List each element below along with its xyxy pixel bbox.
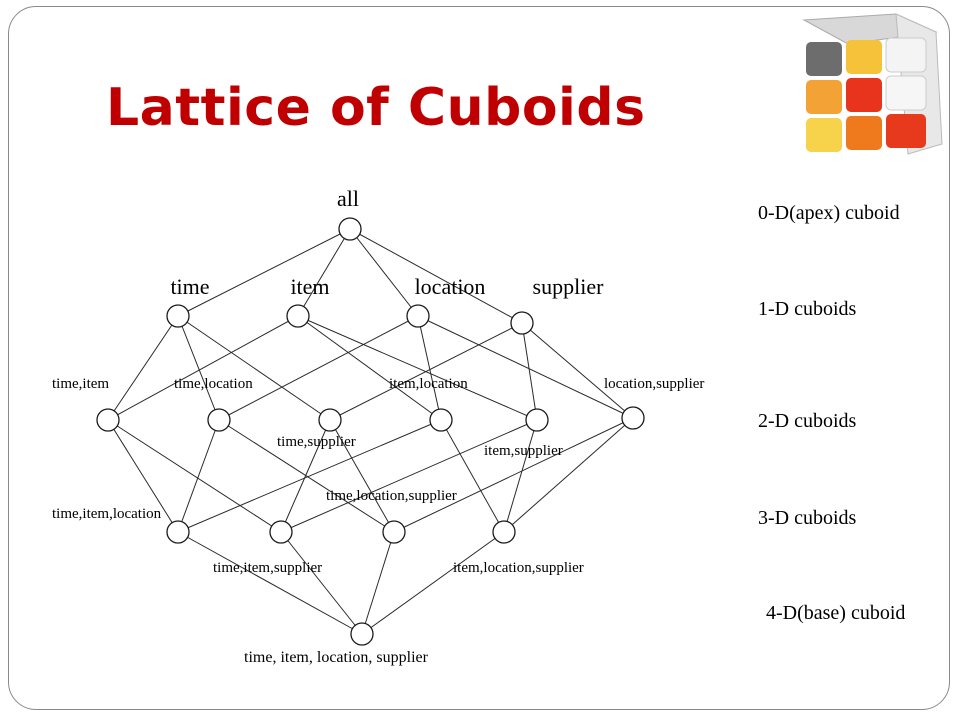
rubiks-cube-icon xyxy=(802,13,943,155)
lattice-nodes xyxy=(96,217,645,646)
lattice-edge-s-is xyxy=(521,322,538,421)
lattice-edge-tl-tls xyxy=(218,419,395,533)
cuboid-label-tils: time, item, location, supplier xyxy=(244,649,429,666)
level-label-2d: 2-D cuboids xyxy=(758,410,857,432)
lattice-edge-s-ls xyxy=(521,322,634,419)
cuboid-node-is xyxy=(525,408,549,432)
lattice-edge-i-ti xyxy=(107,315,299,421)
cuboid-node-tls xyxy=(382,520,406,544)
lattice-edge-is-ils xyxy=(503,419,538,533)
cuboid-node-l xyxy=(406,304,430,328)
lattice-edge-tl-til xyxy=(177,419,220,533)
level-label-4d: 4-D(base) cuboid xyxy=(766,602,906,624)
lattice-edge-ls-ils xyxy=(503,417,634,533)
cuboid-label-is: item,supplier xyxy=(484,443,563,459)
cuboid-label-ti: time,item xyxy=(52,376,109,392)
lattice-edge-l-il xyxy=(417,315,442,421)
cuboid-label-s: supplier xyxy=(533,274,605,299)
level-label-0d: 0-D(apex) cuboid xyxy=(758,202,900,224)
lattice-edge-ls-tls xyxy=(393,417,634,533)
lattice-edge-s-ts xyxy=(329,322,523,421)
lattice-edge-tls-tils xyxy=(361,531,395,635)
lattice-edge-all-i xyxy=(297,228,351,317)
lattice-edge-ti-tis xyxy=(107,419,282,533)
lattice-edge-i-is xyxy=(297,315,538,421)
cuboid-node-all xyxy=(338,217,362,241)
level-label-1d: 1-D cuboids xyxy=(758,298,857,320)
cuboid-label-tls: time,location,supplier xyxy=(326,488,457,504)
cuboid-label-ls: location,supplier xyxy=(604,376,704,392)
cuboid-node-il xyxy=(429,408,453,432)
lattice-edge-tis-tils xyxy=(280,531,363,635)
cuboid-node-ls xyxy=(621,406,645,430)
lattice-edge-ti-til xyxy=(107,419,179,533)
cuboid-node-tis xyxy=(269,520,293,544)
lattice-edge-i-il xyxy=(297,315,442,421)
lattice-edge-t-ti xyxy=(107,315,179,421)
cuboid-node-i xyxy=(286,304,310,328)
lattice-edge-il-ils xyxy=(440,419,505,533)
lattice-edge-ts-tls xyxy=(329,419,395,533)
lattice-edge-all-l xyxy=(349,228,419,317)
cube-front-face xyxy=(806,37,927,152)
lattice-edge-til-tils xyxy=(177,531,363,635)
lattice-edge-t-ts xyxy=(177,315,331,421)
lattice-edge-l-tl xyxy=(218,315,419,421)
cuboid-node-t xyxy=(166,304,190,328)
cuboid-label-tis: time,item,supplier xyxy=(213,560,322,576)
cuboid-label-all: all xyxy=(337,186,359,211)
cuboid-label-ils: item,location,supplier xyxy=(453,560,584,576)
slide-frame xyxy=(8,6,950,710)
level-label-3d: 3-D cuboids xyxy=(758,507,857,529)
cuboid-label-ts: time,supplier xyxy=(277,434,356,450)
cuboid-label-l: location xyxy=(415,274,486,299)
cuboid-node-tl xyxy=(207,408,231,432)
cuboid-node-til xyxy=(166,520,190,544)
lattice-edge-ts-tis xyxy=(280,419,331,533)
lattice-edge-all-t xyxy=(177,228,351,317)
lattice-edge-il-til xyxy=(177,419,442,533)
lattice-edges xyxy=(107,228,634,635)
lattice-edge-t-tl xyxy=(177,315,220,421)
page-title: Lattice of Cuboids xyxy=(106,78,646,138)
cuboid-label-t: time xyxy=(170,274,209,299)
lattice-edge-ils-tils xyxy=(361,531,505,635)
cuboid-node-ils xyxy=(492,520,516,544)
cuboid-node-ts xyxy=(318,408,342,432)
cuboid-label-il: item,location xyxy=(389,376,468,392)
cuboid-node-tils xyxy=(350,622,374,646)
cuboid-node-s xyxy=(510,311,534,335)
cuboid-label-til: time,item,location xyxy=(52,506,162,522)
lattice-edge-is-tis xyxy=(280,419,538,533)
lattice-labels: all time item location supplier time,item time… xyxy=(52,186,704,666)
lattice-edge-l-ls xyxy=(417,315,634,419)
cuboid-label-i: item xyxy=(290,274,329,299)
cuboid-node-ti xyxy=(96,408,120,432)
cuboid-label-tl: time,location xyxy=(174,376,253,392)
lattice-edge-all-s xyxy=(349,228,523,324)
